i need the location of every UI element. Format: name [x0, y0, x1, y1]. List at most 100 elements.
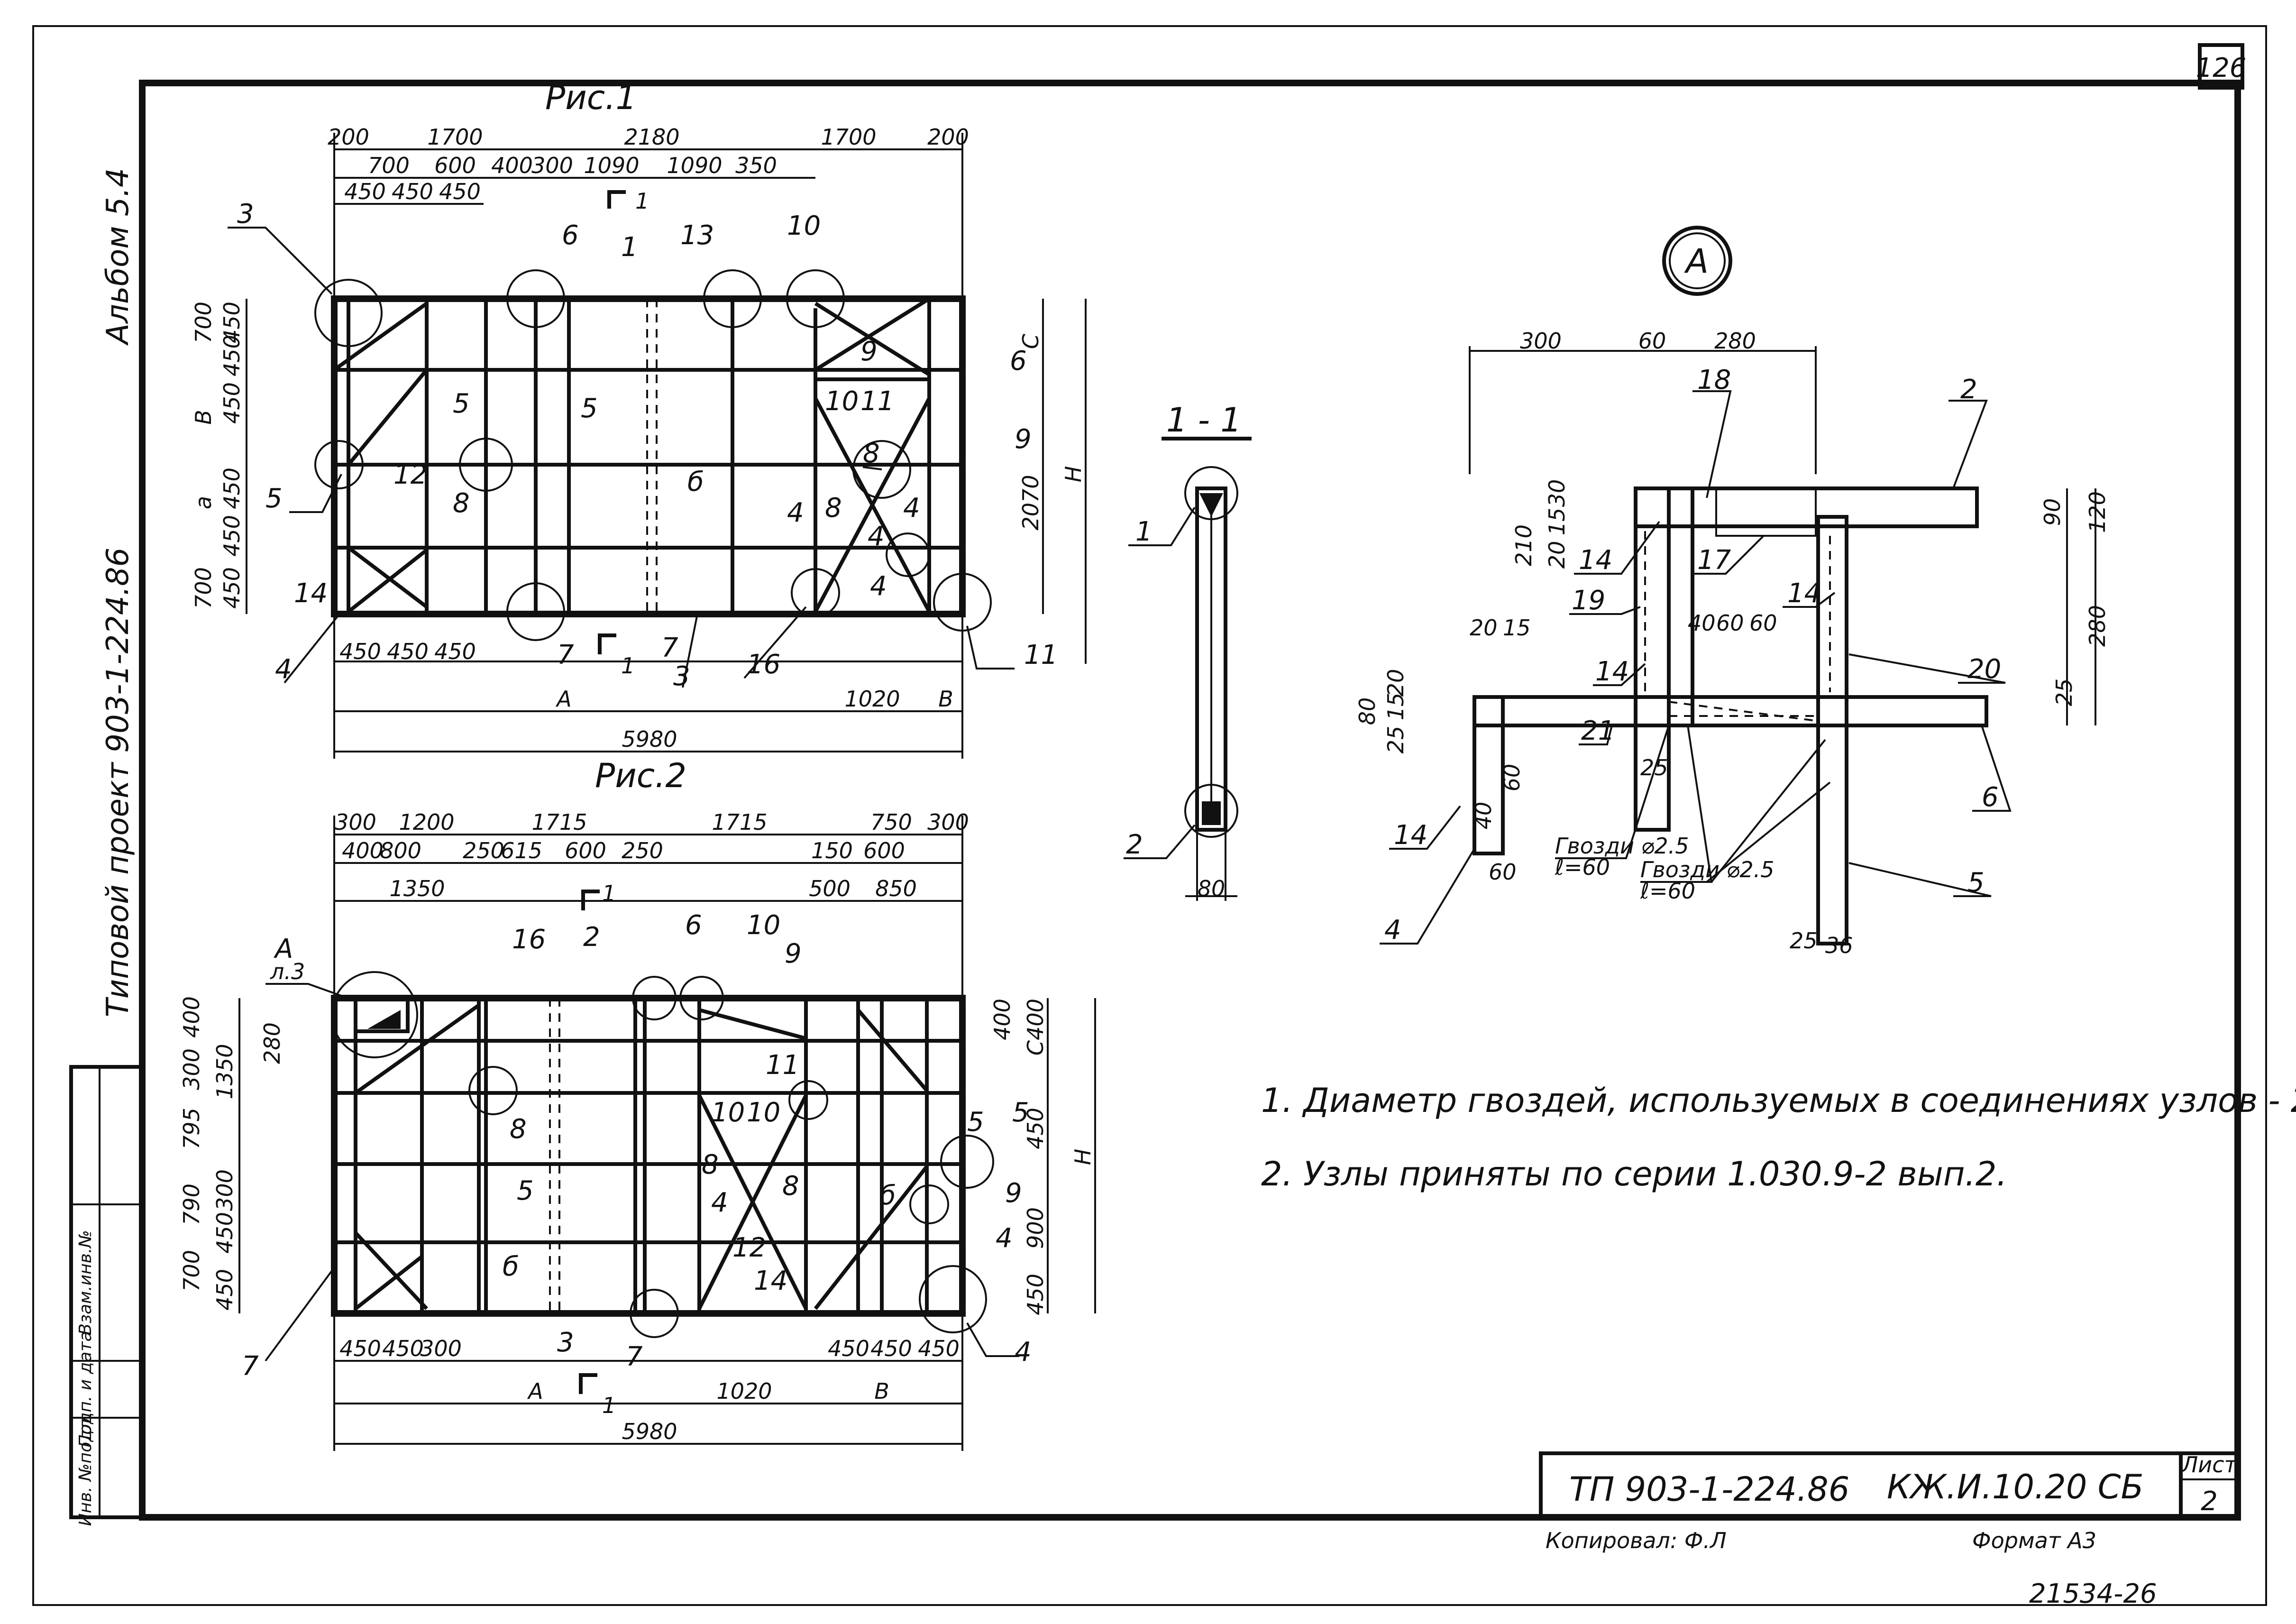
section-1-1: 1 - 1 80 1 2	[1124, 401, 1252, 901]
section-title: 1 - 1	[1166, 401, 1242, 440]
fig2-section-marks	[579, 890, 600, 1394]
fig2-right-dim: Н	[1070, 1149, 1096, 1165]
fig2-left-dim: 300	[212, 1169, 238, 1211]
fig2-callout: 5	[967, 1107, 984, 1138]
fig2-callout: 8	[782, 1171, 799, 1202]
node-left-dim: 20	[1383, 669, 1409, 697]
fig2-right-dim: С	[1023, 1040, 1048, 1055]
node-inner-dim: 60	[1489, 859, 1517, 885]
fig1-callouts: 3 6 1 13 10 9 5 5 б 6 10 11 8 5 8 4 8 4 …	[237, 199, 1058, 692]
fig2-section-mark: 1	[602, 1393, 616, 1418]
fig2-sub-dim: 615	[501, 838, 542, 863]
node-inner-dim: 40	[1688, 610, 1716, 636]
project-code: ТП 903-1-224.86	[1569, 1470, 1849, 1509]
fig2-callout: 3	[557, 1327, 574, 1358]
fig2-callout: 5	[517, 1175, 534, 1206]
fig1-callout: 6	[562, 220, 579, 251]
fig1-callout: 4	[870, 571, 887, 602]
fig2-sub2-dim: 850	[875, 876, 917, 901]
fig2-right-dim: 400	[989, 999, 1015, 1040]
fig2-bottom-sub: 450	[339, 1336, 381, 1361]
node-callout: 14	[1595, 656, 1629, 687]
fig1-callout: 1	[621, 232, 638, 263]
inventory-number: 21534-26	[2029, 1578, 2157, 1609]
node-left-dim: 210	[1511, 524, 1537, 566]
nails-2-length: ℓ=60	[1640, 878, 1695, 904]
fig1-callout: 7	[661, 633, 678, 663]
fig1-sub-dim: 700	[368, 153, 410, 178]
node-inner-dim: 15	[1503, 615, 1531, 641]
fig1-callout: 13	[680, 220, 714, 251]
fig1-left-dim: 700	[191, 567, 216, 609]
fig1-section-mark: 1	[635, 188, 649, 214]
fig1-bottom-sub: 450	[339, 639, 381, 664]
fig2-callout: 12	[732, 1232, 766, 1263]
page-number: 126	[2196, 53, 2247, 83]
fig2-left-dim: 790	[179, 1184, 204, 1225]
fig2-callout: 6	[685, 910, 702, 941]
fig1-bottom-sub: 450	[434, 639, 476, 664]
fig2-bottom-sub: 450	[382, 1336, 424, 1361]
fig2-left-dim: 450	[212, 1269, 238, 1311]
fig1-bottom-dim: 1020	[844, 686, 900, 712]
stamp-inv: Инв. №подл.	[76, 1414, 95, 1526]
fig1-sub-dims: 700 600 400 300 1090 1090 350 450 450 45…	[344, 153, 777, 204]
fig2-sub-dim: 400	[342, 838, 384, 863]
fig1-left-dims: 700 450 В 450 450 а 450 450 700 450	[191, 302, 245, 609]
fig1-left-dim: 450	[219, 567, 245, 609]
node-left-dim: 15	[1544, 508, 1570, 536]
node-inner-dim: 36	[1825, 933, 1853, 958]
node-callout: 5	[1967, 867, 1985, 898]
fig1-title: Рис.1	[545, 78, 637, 117]
fig1-left-dim: 450	[219, 382, 245, 424]
node-callout: 20	[1967, 654, 2001, 685]
fig2-right-dim: 450	[1023, 1274, 1048, 1315]
node-left-dim: 30	[1544, 479, 1570, 507]
side-stamp: Инв. №подл. Подп. и дата Взам.инв.№	[69, 1065, 144, 1526]
fig2-left-dim: 700	[179, 1250, 204, 1292]
fig2-bottom-sub: 450	[828, 1336, 869, 1361]
fig1-section-marks	[598, 190, 626, 654]
fig2-bottom-sub: 450	[870, 1336, 912, 1361]
fig2-top-dim: 300	[335, 809, 376, 835]
margin-labels: Альбом 5.4 Типовой проект 903-1-224.86	[101, 168, 136, 1017]
node-left-dim: 25	[1383, 726, 1409, 754]
notes: 1. Диаметр гвоздей, используемых в соеди…	[1261, 1081, 2296, 1193]
fig2-bottom-sub: 450	[918, 1336, 960, 1361]
fig1-callout: 6	[1010, 346, 1027, 376]
fig1-top-dim: 1700	[821, 124, 876, 150]
copied-by: Копировал: Ф.Л	[1546, 1528, 1727, 1553]
fig2-bottom-dim: А	[527, 1378, 543, 1404]
fig1-left-dim: а	[191, 496, 216, 509]
node-title: А	[1684, 242, 1709, 281]
fig1-section-mark: 1	[621, 653, 635, 679]
fig1-sub2-dim: 450	[439, 179, 481, 204]
fig1-callout: 9	[860, 336, 878, 367]
fig1-callout: 11	[1024, 640, 1058, 670]
nails-2: Гвозди ⌀2.5	[1640, 857, 1775, 882]
fig1-left-dim: 450	[219, 468, 245, 509]
fig1-top-dim: 2180	[624, 124, 679, 150]
node-right-dim: 280	[2085, 605, 2110, 647]
fig2-top-dim: 750	[870, 809, 912, 835]
fig2-callout: 7	[626, 1341, 643, 1372]
fig1-callout: 5	[453, 388, 470, 419]
fig2-sub2-dim: 1350	[389, 876, 445, 901]
fig1-right-dim: Н	[1061, 466, 1086, 483]
node-callouts: 2 18 14 17 14 19 14 20 6 21 14 4 5	[1384, 365, 2001, 945]
fig1-callout: 8	[453, 488, 470, 519]
fig2-callout: 8	[702, 1149, 719, 1180]
fig1-leaders	[228, 227, 1015, 688]
sheet-no: 2	[2201, 1486, 2218, 1517]
fig2-callout: 4	[711, 1187, 728, 1218]
doc-code: КЖ.И.10.20 СБ	[1887, 1468, 2144, 1506]
fig1-total: 5980	[622, 726, 677, 752]
node-callout: 18	[1697, 365, 1731, 395]
node-left-dim: 20	[1544, 541, 1570, 569]
fig1-sub2-dim: 450	[392, 179, 433, 204]
fig1-top-dim: 200	[927, 124, 969, 150]
fig1-callout: 10	[787, 211, 821, 241]
fig2-left-dim: 795	[179, 1108, 204, 1149]
node-callout: 14	[1579, 545, 1612, 576]
node-inner-dim: 60	[1749, 610, 1777, 636]
